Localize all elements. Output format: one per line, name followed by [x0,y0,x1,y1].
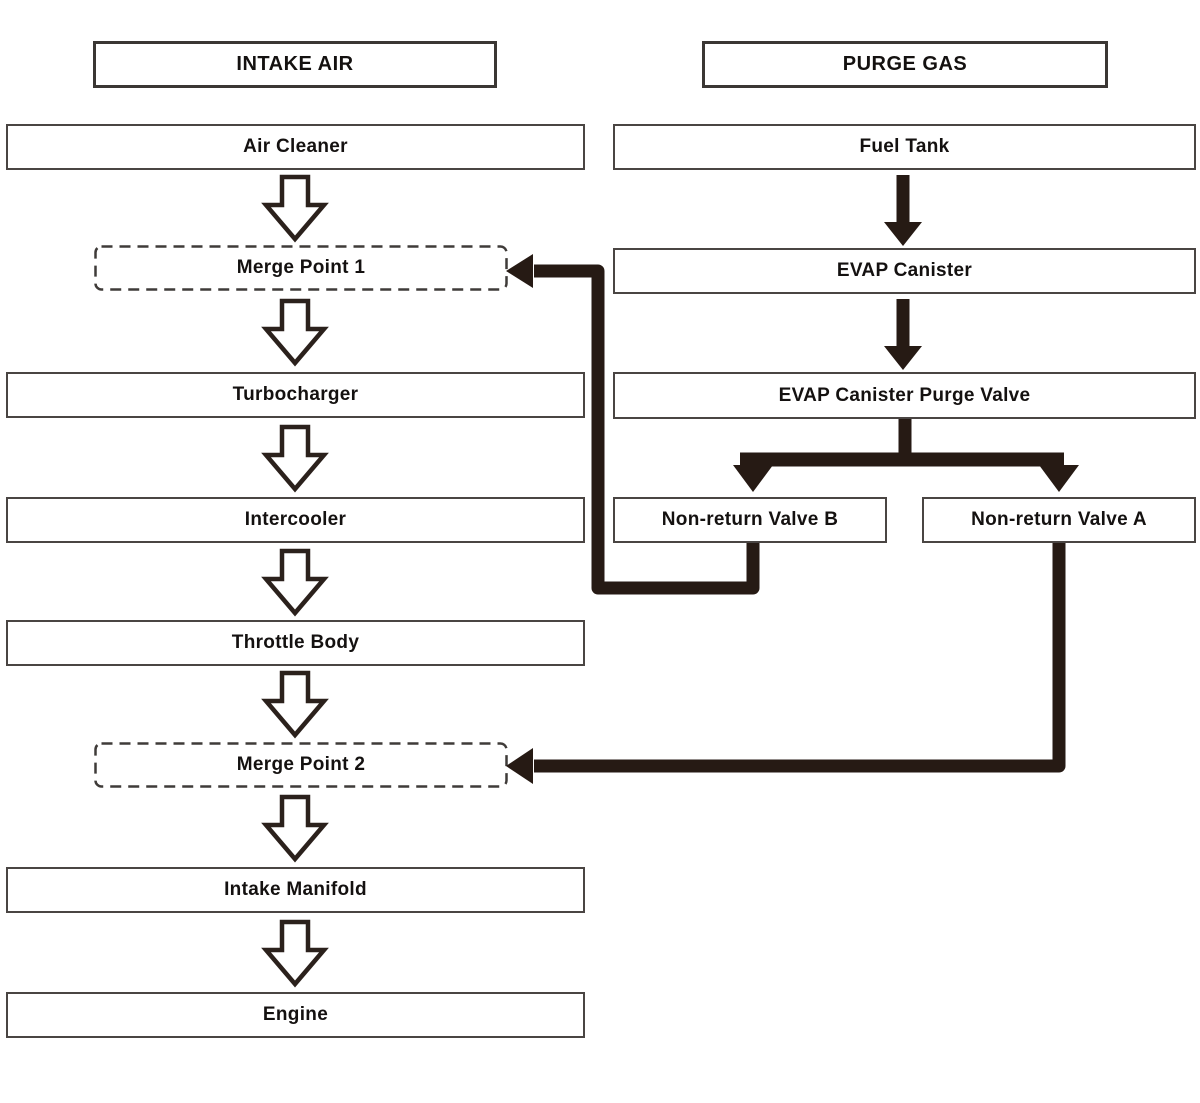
box-turbocharger-label: Turbocharger [232,384,359,405]
box-merge-point-1-label: Merge Point 1 [236,257,366,278]
box-non-return-valve-a: Non-return Valve A [922,497,1196,543]
connector-non-return-valve-a-to-merge-point-2 [534,543,1066,773]
box-engine-label: Engine [262,1004,329,1025]
box-throttle-body-label: Throttle Body [231,632,360,653]
box-merge-point-1: Merge Point 1 [94,245,508,291]
box-non-return-valve-b: Non-return Valve B [613,497,887,543]
arrow-into-merge-point-2-head [506,748,533,784]
intake-air-header: INTAKE AIR [93,41,497,88]
arrow-air-cleaner-to-merge-point-1 [261,174,329,243]
purge-gas-header: PURGE GAS [702,41,1108,88]
merge-point-2-dashed-outline [94,742,508,788]
box-evap-canister-label: EVAP Canister [836,260,973,281]
box-engine: Engine [6,992,585,1038]
arrow-merge-point-2-to-intake-manifold [261,794,329,863]
arrow-merge-point-1-to-turbocharger [261,298,329,367]
arrow-split-to-non-return-valve-a-head [1039,465,1079,492]
box-evap-canister-purge-valve-label: EVAP Canister Purge Valve [778,384,1031,406]
arrow-turbocharger-to-intercooler [261,424,329,493]
arrow-fuel-tank-to-evap-canister-head [884,222,922,246]
box-intake-manifold: Intake Manifold [6,867,585,913]
box-evap-canister-purge-valve: EVAP Canister Purge Valve [613,372,1196,419]
connector-non-return-valve-b-to-merge-point-1 [534,264,760,595]
box-throttle-body: Throttle Body [6,620,585,666]
box-evap-canister: EVAP Canister [613,248,1196,294]
box-non-return-valve-a-label: Non-return Valve A [971,509,1147,530]
box-fuel-tank-label: Fuel Tank [859,136,950,157]
arrow-split-to-non-return-valve-b-head [733,465,773,492]
box-air-cleaner-label: Air Cleaner [243,136,348,157]
arrow-intake-manifold-to-engine [261,919,329,988]
box-intercooler-label: Intercooler [244,509,347,530]
box-air-cleaner: Air Cleaner [6,124,585,170]
arrow-evap-canister-to-purge-valve-head [884,346,922,370]
box-fuel-tank: Fuel Tank [613,124,1196,170]
box-turbocharger: Turbocharger [6,372,585,418]
box-intake-manifold-label: Intake Manifold [224,879,367,900]
merge-point-1-dashed-outline [94,245,508,291]
intake-air-header-label: INTAKE AIR [236,53,354,75]
box-merge-point-2: Merge Point 2 [94,742,508,788]
arrow-throttle-body-to-merge-point-2 [261,670,329,739]
box-intercooler: Intercooler [6,497,585,543]
purge-gas-header-label: PURGE GAS [842,53,968,75]
arrow-into-merge-point-1-head [506,254,533,288]
box-non-return-valve-b-label: Non-return Valve B [661,509,839,530]
box-merge-point-2-label: Merge Point 2 [236,754,366,775]
arrow-intercooler-to-throttle-body [261,548,329,617]
